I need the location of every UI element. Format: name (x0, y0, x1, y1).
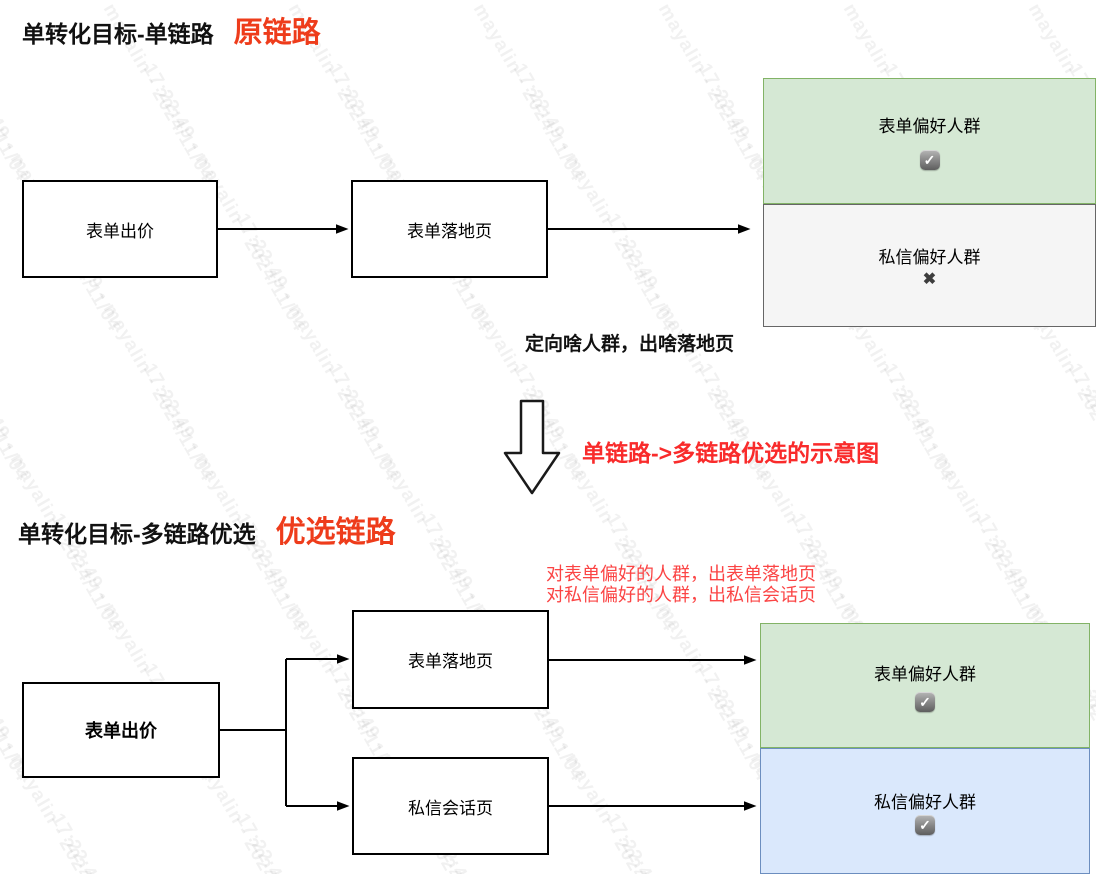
checkbox-checked-icon: ✓ (915, 691, 935, 712)
checkbox-checked-icon: ✓ (919, 150, 940, 170)
cross-mark-icon: ✖ (922, 271, 937, 288)
s1-form-landing-label: 表单落地页 (407, 221, 492, 241)
s1-dm-audience-box: 私信偏好人群 ✖ (763, 204, 1096, 327)
transition-note: 单链路->多链路优选的示意图 (582, 440, 880, 466)
watermark-text: 17:22:49 - mayalin - 2024/11/04 (601, 0, 773, 186)
watermark-text: 17:22:49 - mayalin - 2024/11/04 (0, 810, 33, 874)
s2-dm-audience-label: 私信偏好人群 (874, 792, 976, 812)
watermark-text: 17:22:49 - mayalin - 2024/11/04 (0, 360, 125, 636)
watermark-text: 17:22:49 - mayalin - 2024/11/04 (878, 360, 1050, 636)
section2-badge: 优选链路 (275, 516, 396, 549)
watermark-text: 17:22:49 - mayalin - 2024/11/04 (601, 810, 773, 874)
s1-caption: 定向啥人群，出啥落地页 (525, 334, 735, 355)
section1-header: 单转化目标-单链路 原链路 (22, 9, 321, 51)
watermark-text: 17:22:49 - mayalin - 2024/11/04 (46, 810, 218, 874)
s1-form-bid-box: 表单出价 (22, 180, 218, 278)
s2-dm-chat-box: 私信会话页 (352, 757, 549, 855)
s1-form-audience-label: 表单偏好人群 (878, 117, 981, 136)
s1-dm-audience-label: 私信偏好人群 (878, 248, 981, 267)
s2-form-bid-box: 表单出价 (22, 682, 220, 778)
section2-title: 单转化目标-多链路优选 (18, 521, 256, 547)
watermark-text: 17:22:49 - mayalin - 2024/11/04 (601, 510, 773, 786)
watermark-text: 17:22:49 - mayalin - 2024/11/04 (1063, 360, 1096, 635)
section2-header: 单转化目标-多链路优选 优选链路 (18, 507, 396, 551)
s1-form-bid-label: 表单出价 (86, 221, 154, 241)
s2-dm-chat-label: 私信会话页 (408, 798, 493, 818)
section1-title: 单转化目标-单链路 (22, 21, 214, 47)
s2-form-landing-box: 表单落地页 (352, 610, 549, 709)
section1-badge: 原链路 (233, 17, 321, 49)
big-down-arrow (503, 399, 561, 495)
s1-form-audience-box: 表单偏好人群 ✓ (763, 78, 1096, 204)
s2-form-audience-box: 表单偏好人群 ✓ (760, 623, 1090, 748)
s2-form-bid-label: 表单出价 (85, 721, 157, 741)
s2-annotation-line1: 对表单偏好的人群，出表单落地页 (546, 564, 816, 584)
s2-dm-audience-box: 私信偏好人群 ✓ (760, 748, 1090, 874)
s1-form-landing-box: 表单落地页 (351, 180, 548, 278)
s2-annotation: 对表单偏好的人群，出表单落地页 对私信偏好的人群，出私信会话页 (546, 564, 816, 606)
watermark-text: 17:22:49 - mayalin - 2024/11/04 (138, 360, 310, 636)
watermark-text: 17:22:49 - mayalin - 2024/11/04 (416, 0, 588, 186)
s2-form-audience-label: 表单偏好人群 (874, 664, 976, 684)
checkbox-checked-icon: ✓ (915, 814, 935, 835)
s2-form-landing-label: 表单落地页 (408, 652, 493, 671)
watermark-text: 17:22:49 - mayalin - 2024/11/04 (323, 360, 495, 636)
s2-annotation-line2: 对私信偏好的人群，出私信会话页 (546, 585, 816, 605)
